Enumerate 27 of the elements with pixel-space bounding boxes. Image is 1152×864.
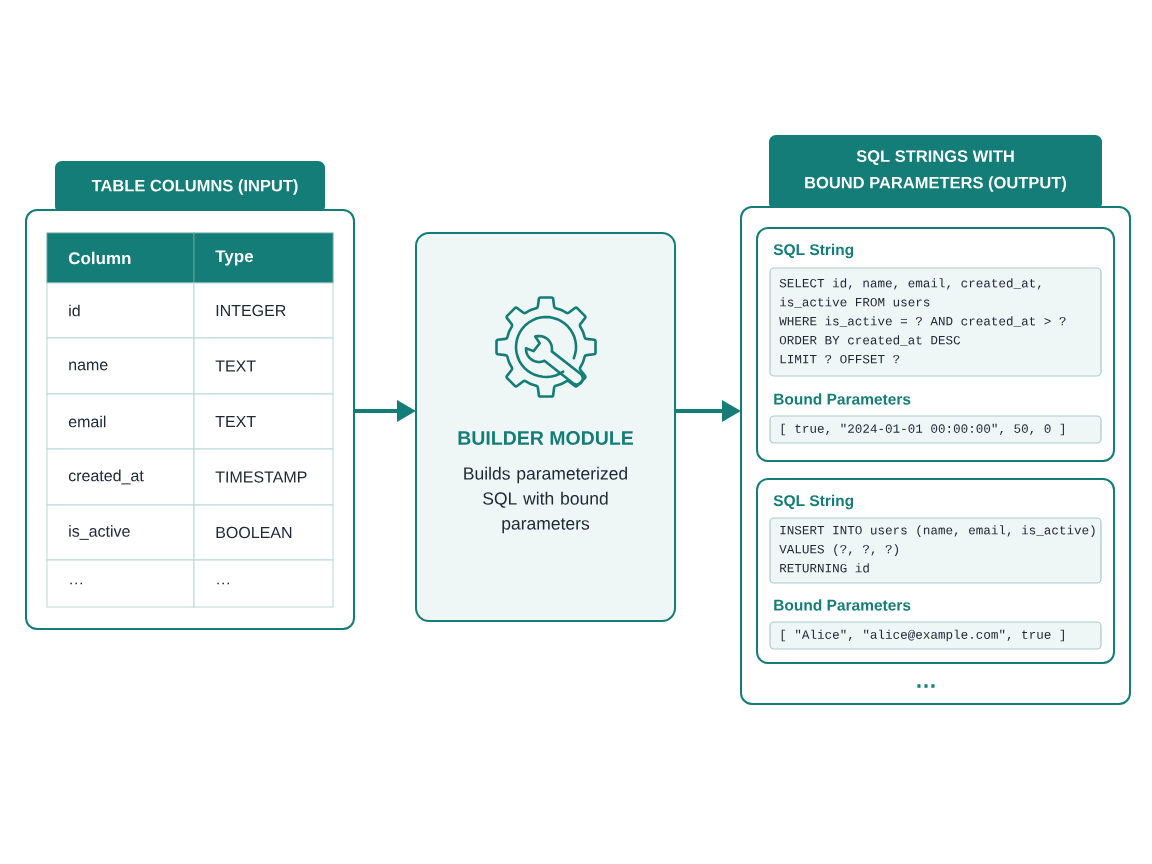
code-block: [ "Alice", "alice@example.com", true ] <box>769 621 1102 650</box>
section-heading: Bound Parameters <box>774 393 911 405</box>
module-title: BUILDER MODULE <box>458 431 633 445</box>
header-cell: Type <box>193 232 334 284</box>
section-heading: SQL String <box>773 243 854 259</box>
table-cell: BOOLEAN <box>193 504 334 561</box>
module-description: Builds parameterized SQL with bound parameters <box>464 466 628 534</box>
table-cell: is_active <box>46 504 195 561</box>
table-cell: … <box>46 559 195 608</box>
section-heading: Bound Parameters <box>774 599 911 611</box>
section-heading: SQL String <box>773 494 854 510</box>
table-cell: id <box>46 282 195 339</box>
table-cell: email <box>46 393 195 450</box>
table-cell: TEXT <box>193 337 334 395</box>
table-cell: name <box>46 337 195 395</box>
code-block: INSERT INTO users (name, email, is_active) VALUES (?, ?, ?) RETURNING id <box>769 517 1102 584</box>
ellipsis: … <box>917 684 935 688</box>
table-cell: TEXT <box>193 393 334 450</box>
code-block: SELECT id, name, email, created_at, is_active FROM users WHERE is_active = ? AND created_at > ? ORDER BY created_at DESC LIMIT ? OFFSET ? <box>769 267 1102 377</box>
header-cell: Column <box>46 232 195 284</box>
table-cell: created_at <box>46 448 195 506</box>
code-block: [ true, "2024-01-01 00:00:00", 50, 0 ] <box>769 415 1102 444</box>
heading-tab: TABLE COLUMNS (INPUT) <box>55 161 325 213</box>
table-cell: INTEGER <box>193 282 334 339</box>
table-cell: TIMESTAMP <box>193 448 334 506</box>
heading-tab: SQL STRINGS WITH BOUND PARAMETERS (OUTPUT) <box>769 135 1102 210</box>
table-cell: … <box>193 559 334 608</box>
